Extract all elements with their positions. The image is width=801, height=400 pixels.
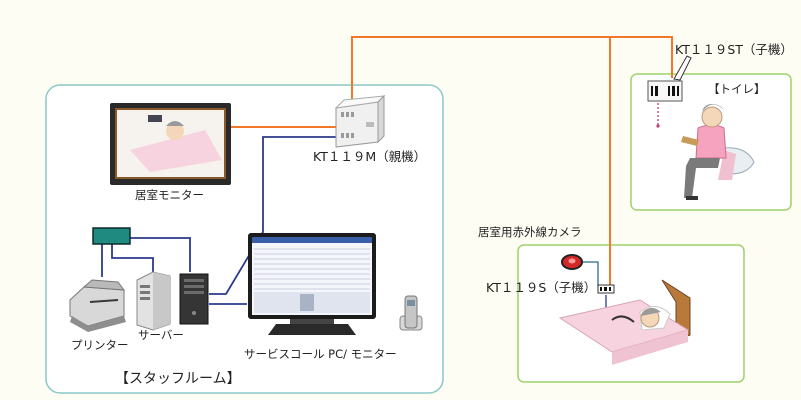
printer-icon bbox=[69, 279, 126, 332]
printer-label: プリンター bbox=[71, 338, 129, 352]
toilet-unit-label: KT１１９ST（子機） bbox=[675, 42, 793, 57]
room-unit-icon bbox=[597, 284, 615, 294]
callout-pointer bbox=[673, 55, 692, 81]
ir-camera-label: 居室用赤外線カメラ bbox=[478, 225, 582, 239]
staff-room-label: 【スタッフルーム】 bbox=[115, 371, 241, 387]
service-pc-monitor-icon bbox=[248, 233, 376, 335]
master-unit-label: KT１１９M（親機） bbox=[313, 149, 427, 164]
network-hub-icon bbox=[92, 227, 131, 245]
server-label: サーバー bbox=[138, 328, 184, 342]
toilet-person-illustration bbox=[681, 104, 755, 200]
room-monitor-icon bbox=[110, 103, 231, 185]
room-unit-label: KT１１９S（子機） bbox=[486, 280, 597, 295]
toilet-unit-icon bbox=[647, 80, 683, 102]
orange-wiring bbox=[230, 36, 673, 287]
blue-wiring bbox=[101, 136, 340, 305]
tower-pc-icon bbox=[179, 273, 209, 325]
ir-camera-icon bbox=[561, 254, 583, 270]
toilet-label: 【トイレ】 bbox=[708, 82, 766, 96]
monitor-label: 居室モニター bbox=[135, 188, 204, 202]
master-unit-icon bbox=[334, 94, 386, 148]
service-pc-label: サービスコール PC/ モニター bbox=[244, 347, 397, 361]
bed-person-illustration bbox=[558, 279, 691, 365]
cordless-phone-icon bbox=[399, 295, 423, 331]
server-icon bbox=[136, 271, 171, 331]
